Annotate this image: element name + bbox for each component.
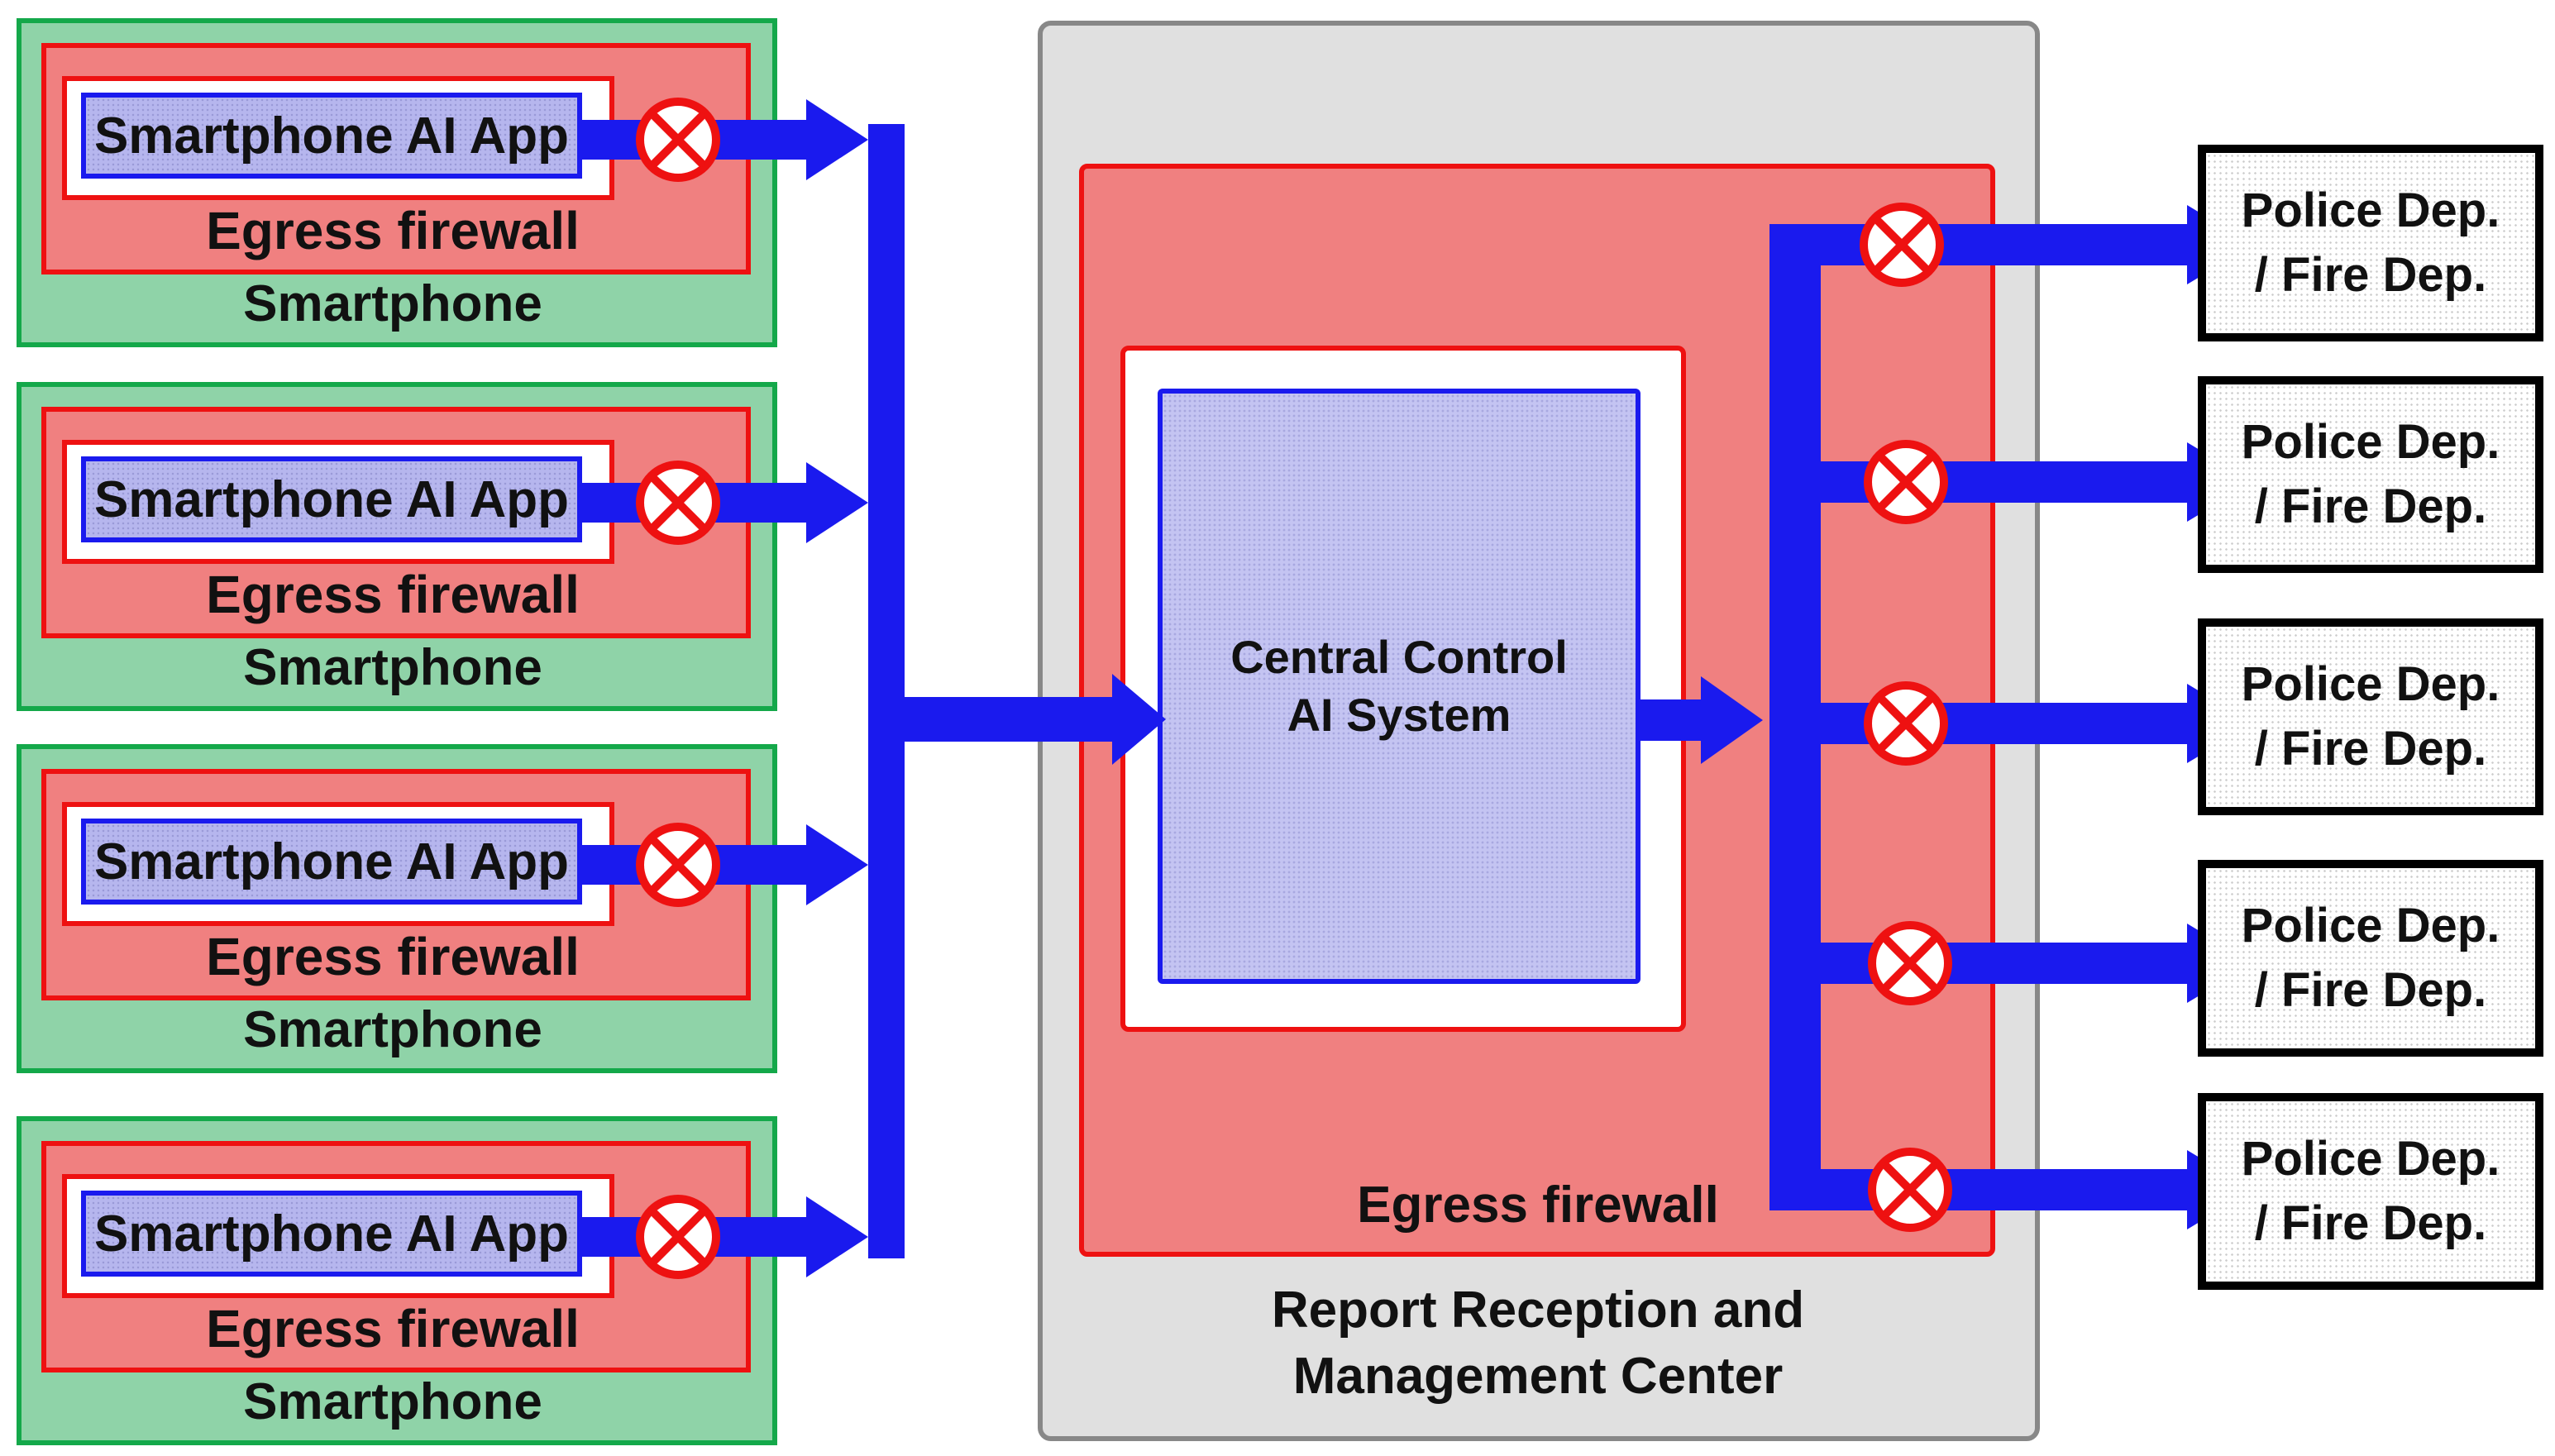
circled-x-icon <box>1872 925 1948 1001</box>
destination-line1-3: Police Dep. <box>2241 657 2500 711</box>
circled-x-icon <box>1864 207 1940 283</box>
bus-to-ai-shaft <box>901 697 1116 742</box>
dept-arrow-shaft-2 <box>1769 461 2191 503</box>
circled-x-icon <box>640 1199 716 1275</box>
phone-arrow-head-2 <box>806 462 868 543</box>
dept-arrow-shaft-5 <box>1769 1169 2191 1210</box>
ai-system-label: Central Control AI System <box>1230 628 1568 744</box>
central-control-ai-system: Central Control AI System <box>1158 389 1640 984</box>
destination-line2-3: / Fire Dep. <box>2254 722 2487 776</box>
phone-block-icons <box>640 102 716 1275</box>
dept-arrow-shaft-1 <box>1769 224 2191 265</box>
destination-line1-2: Police Dep. <box>2241 415 2500 469</box>
phone-collector-bus <box>868 124 905 1258</box>
ai-output-shaft <box>1639 699 1705 741</box>
circled-x-icon <box>640 465 716 541</box>
center-title-line-2: Management Center <box>1292 1348 1784 1405</box>
destination-line2-4: / Fire Dep. <box>2254 963 2487 1017</box>
destination-line1-4: Police Dep. <box>2241 899 2500 952</box>
dept-arrow-shaft-3 <box>1769 703 2191 744</box>
phone-arrow-head-1 <box>806 99 868 180</box>
smartphone-firewall-label-3: Egress firewall <box>206 927 580 986</box>
app-label-4: Smartphone AI App <box>93 1205 570 1263</box>
destination-line2-1: / Fire Dep. <box>2254 248 2487 302</box>
app-label-3: Smartphone AI App <box>93 833 570 890</box>
destination-box-1: Police Dep. / Fire Dep. <box>2198 145 2543 341</box>
bus-to-ai-head <box>1112 674 1166 765</box>
ai-system-line-1: Central Control <box>1230 631 1568 683</box>
circled-x-icon <box>1868 444 1944 520</box>
smartphone-arrows <box>579 99 2253 1277</box>
smartphone-ai-app-2: Smartphone AI App <box>81 456 582 542</box>
destination-box-2: Police Dep. / Fire Dep. <box>2198 376 2543 573</box>
circled-x-icon <box>1872 1152 1948 1228</box>
app-label-2: Smartphone AI App <box>93 470 570 528</box>
app-label-1: Smartphone AI App <box>93 107 570 165</box>
center-firewall-label: Egress firewall <box>1357 1177 1719 1234</box>
center-title: Report Reception and Management Center <box>1125 1277 1951 1410</box>
circled-x-icon <box>640 102 716 178</box>
smartphone-label-3: Smartphone <box>243 1001 542 1058</box>
smartphone-firewall-label-1: Egress firewall <box>206 201 580 260</box>
center-title-line-1: Report Reception and <box>1271 1282 1805 1339</box>
smartphone-firewall-label-2: Egress firewall <box>206 565 580 624</box>
dept-arrow-shaft-4 <box>1769 943 2191 984</box>
smartphone-label-1: Smartphone <box>243 275 542 332</box>
smartphone-ai-app-3: Smartphone AI App <box>81 819 582 905</box>
destination-box-4: Police Dep. / Fire Dep. <box>2198 860 2543 1057</box>
smartphone-firewall-label-4: Egress firewall <box>206 1299 580 1358</box>
destination-line1-5: Police Dep. <box>2241 1132 2500 1186</box>
destination-line2-5: / Fire Dep. <box>2254 1196 2487 1250</box>
destination-line1-1: Police Dep. <box>2241 184 2500 237</box>
phone-arrow-head-3 <box>806 824 868 905</box>
destination-line2-2: / Fire Dep. <box>2254 480 2487 533</box>
smartphone-ai-app-4: Smartphone AI App <box>81 1191 582 1277</box>
circled-x-icon <box>1868 685 1944 761</box>
center-block-icons <box>1864 207 1948 1228</box>
circled-x-icon <box>640 827 716 903</box>
ai-output-head <box>1701 676 1763 764</box>
smartphone-ai-app-1: Smartphone AI App <box>81 93 582 179</box>
destination-box-3: Police Dep. / Fire Dep. <box>2198 618 2543 815</box>
destination-box-5: Police Dep. / Fire Dep. <box>2198 1093 2543 1290</box>
smartphone-label-2: Smartphone <box>243 639 542 696</box>
phone-arrow-head-4 <box>806 1196 868 1277</box>
ai-system-line-2: AI System <box>1287 689 1512 741</box>
smartphone-label-4: Smartphone <box>243 1373 542 1430</box>
